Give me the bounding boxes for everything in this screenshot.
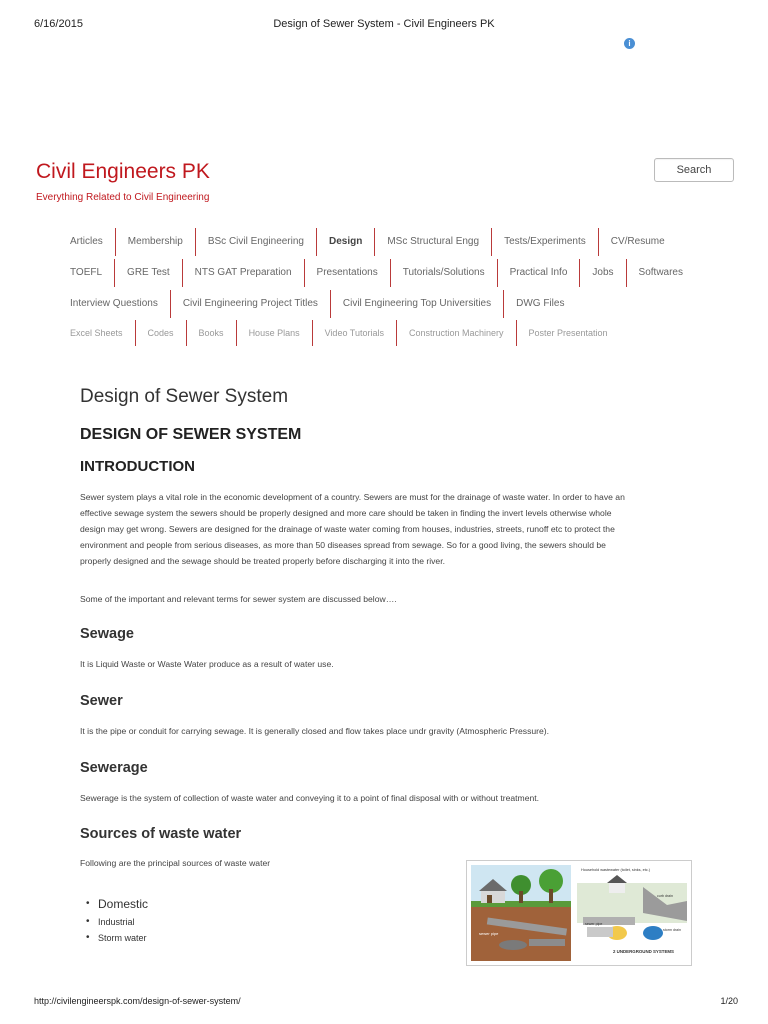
sewer-heading: Sewer bbox=[80, 693, 123, 709]
terms-intro-text: Some of the important and relevant terms… bbox=[80, 594, 397, 604]
sewerage-heading: Sewerage bbox=[80, 760, 148, 776]
illustration-right-title: Household wastewater (toilet, sinks, etc… bbox=[581, 868, 651, 872]
nav-item-dwg-files[interactable]: DWG Files bbox=[516, 298, 565, 309]
introduction-line: design may get wrong. Sewers are designe… bbox=[80, 524, 615, 534]
nav-item-poster-presentation[interactable]: Poster Presentation bbox=[528, 328, 608, 338]
list-item: Storm water bbox=[86, 930, 148, 946]
site-tagline: Everything Related to Civil Engineering bbox=[36, 192, 210, 203]
nav-item-msc-structural-engg[interactable]: MSc Structural Engg bbox=[375, 228, 493, 256]
nav-item-excel-sheets[interactable]: Excel Sheets bbox=[58, 320, 136, 346]
site-title[interactable]: Civil Engineers PK bbox=[36, 160, 210, 183]
illustration-right-label-3: curb drain bbox=[657, 894, 673, 898]
list-item: Domestic bbox=[86, 894, 148, 914]
nav-item-presentations[interactable]: Presentations bbox=[305, 259, 391, 287]
nav-item-tutorials-solutions[interactable]: Tutorials/Solutions bbox=[391, 259, 498, 287]
nav-item-design[interactable]: Design bbox=[317, 228, 376, 256]
nav-item-practical-info[interactable]: Practical Info bbox=[498, 259, 581, 287]
nav-item-tests-experiments[interactable]: Tests/Experiments bbox=[492, 228, 599, 256]
nav-item-toefl[interactable]: TOEFL bbox=[58, 259, 116, 287]
nav-item-codes[interactable]: Codes bbox=[136, 320, 187, 346]
illustration-right-label-2: storm drain bbox=[663, 928, 681, 932]
article-caps-heading: DESIGN OF SEWER SYSTEM bbox=[80, 426, 302, 443]
list-item: Industrial bbox=[86, 914, 148, 930]
nav-item-construction-machinery[interactable]: Construction Machinery bbox=[397, 320, 517, 346]
sewerage-text: Sewerage is the system of collection of … bbox=[80, 793, 540, 803]
sewage-text: It is Liquid Waste or Waste Water produc… bbox=[80, 659, 334, 669]
illustration-left-label: sewer pipe bbox=[479, 931, 499, 936]
nav-item-bsc-civil-engineering[interactable]: BSc Civil Engineering bbox=[196, 228, 317, 256]
introduction-line: properly designed and the sewage should … bbox=[80, 556, 445, 566]
nav-item-civil-engineering-top-universities[interactable]: Civil Engineering Top Universities bbox=[331, 290, 505, 318]
introduction-heading: INTRODUCTION bbox=[80, 458, 195, 475]
nav-item-video-tutorials[interactable]: Video Tutorials bbox=[313, 320, 397, 346]
introduction-line: effective sewage system the sewers shoul… bbox=[80, 508, 612, 518]
nav-item-articles[interactable]: Articles bbox=[58, 228, 116, 256]
sewer-systems-illustration: sewer pipe Household wastewater (toilet,… bbox=[466, 860, 692, 966]
nav-item-interview-questions[interactable]: Interview Questions bbox=[58, 290, 171, 318]
page-title: Design of Sewer System bbox=[80, 386, 289, 407]
sewage-heading: Sewage bbox=[80, 626, 134, 642]
print-page-number: 1/20 bbox=[720, 996, 738, 1006]
nav-item-cv-resume[interactable]: CV/Resume bbox=[610, 236, 665, 247]
nav-item-house-plans[interactable]: House Plans bbox=[237, 320, 313, 346]
introduction-line: environment and people from serious dise… bbox=[80, 540, 606, 550]
print-url: http://civilengineerspk.com/design-of-se… bbox=[34, 996, 241, 1006]
print-title: Design of Sewer System - Civil Engineers… bbox=[273, 18, 495, 30]
nav-item-membership[interactable]: Membership bbox=[116, 228, 196, 256]
nav-item-softwares[interactable]: Softwares bbox=[638, 267, 683, 278]
print-date: 6/16/2015 bbox=[34, 18, 83, 30]
sewer-text: It is the pipe or conduit for carrying s… bbox=[80, 726, 550, 736]
sewer-illustration-graphic: sewer pipe Household wastewater (toilet,… bbox=[471, 865, 687, 961]
info-icon[interactable]: i bbox=[624, 38, 635, 49]
sources-intro-text: Following are the principal sources of w… bbox=[80, 858, 271, 868]
nav-item-jobs[interactable]: Jobs bbox=[580, 259, 627, 287]
sources-heading: Sources of waste water bbox=[80, 826, 242, 842]
nav-item-nts-gat-preparation[interactable]: NTS GAT Preparation bbox=[183, 259, 305, 287]
nav-item-gre-test[interactable]: GRE Test bbox=[115, 259, 183, 287]
search-button[interactable]: Search bbox=[654, 158, 734, 182]
nav-item-civil-engineering-project-titles[interactable]: Civil Engineering Project Titles bbox=[171, 290, 331, 318]
illustration-systems-label: 2 UNDERGROUND SYSTEMS bbox=[613, 949, 674, 954]
sources-list: Domestic Industrial Storm water bbox=[86, 894, 148, 946]
illustration-right-label-1: sewer pipe bbox=[585, 922, 602, 926]
nav-item-books[interactable]: Books bbox=[187, 320, 237, 346]
introduction-line: Sewer system plays a vital role in the e… bbox=[80, 492, 625, 502]
